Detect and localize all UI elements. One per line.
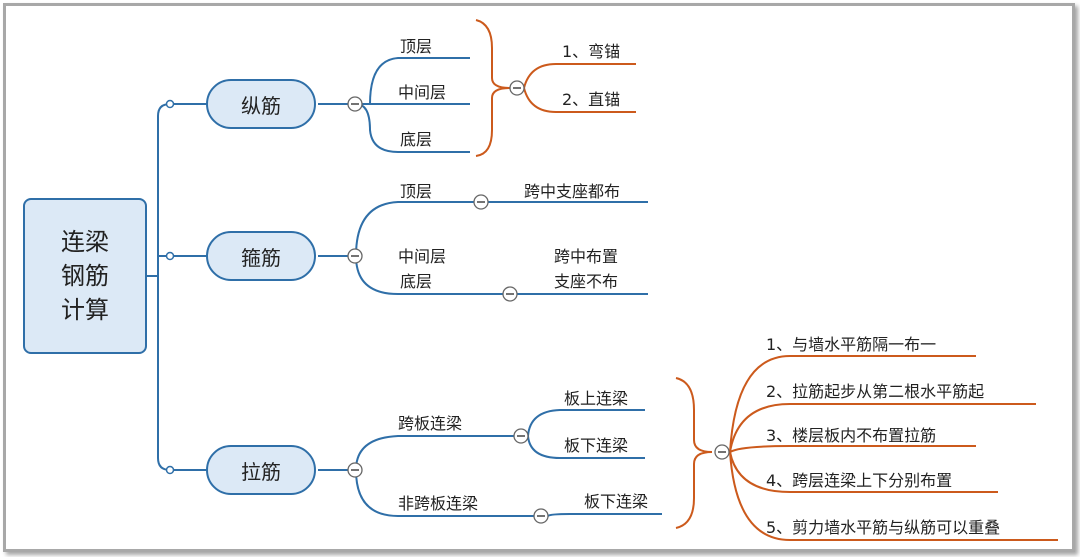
collapse-icon-gujin-mid bbox=[502, 286, 518, 302]
gujin-note-bottom[interactable]: 支座不布 bbox=[554, 272, 619, 291]
collapse-icon-zongjin bbox=[347, 96, 363, 112]
collapse-controls bbox=[347, 80, 730, 524]
root-line-2: 钢筋 bbox=[61, 262, 109, 290]
node-lajin[interactable]: 拉筋 bbox=[206, 445, 316, 495]
anchor-bent[interactable]: 1、弯锚 bbox=[562, 42, 621, 61]
root-line-3: 计算 bbox=[61, 296, 109, 324]
node-zongjin[interactable]: 纵筋 bbox=[206, 79, 316, 129]
feikuaban-child[interactable]: 板下连梁 bbox=[584, 492, 649, 511]
rule-3[interactable]: 3、楼层板内不布置拉筋 bbox=[766, 426, 937, 445]
lajin-feikuaban[interactable]: 非跨板连梁 bbox=[398, 494, 479, 513]
zongjin-level-mid[interactable]: 中间层 bbox=[398, 83, 447, 102]
root-joint-gujin bbox=[165, 251, 175, 261]
root-branch-zongjin bbox=[157, 103, 171, 276]
rule-1[interactable]: 1、与墙水平筋隔一布一 bbox=[766, 335, 937, 354]
rule-2[interactable]: 2、拉筋起步从第二根水平筋起 bbox=[766, 382, 985, 401]
collapse-icon-feikuaban bbox=[533, 508, 549, 524]
lajin-brace bbox=[675, 377, 713, 529]
collapse-icon-kuaban bbox=[513, 428, 529, 444]
root-joint-zongjin bbox=[165, 99, 175, 109]
diagram-frame bbox=[3, 3, 1075, 552]
root-branch-lajin bbox=[157, 276, 171, 471]
lajin-kuaban[interactable]: 跨板连梁 bbox=[398, 414, 463, 433]
root-joint-lajin bbox=[165, 465, 175, 475]
collapse-icon-anchor bbox=[509, 80, 525, 96]
rule-4[interactable]: 4、跨层连梁上下分别布置 bbox=[766, 471, 953, 490]
root-line-1: 连梁 bbox=[61, 228, 109, 256]
anchor-straight[interactable]: 2、直锚 bbox=[562, 90, 621, 109]
collapse-icon-gujin bbox=[347, 248, 363, 264]
kuaban-child-lower[interactable]: 板下连梁 bbox=[564, 436, 629, 455]
kuaban-child-upper[interactable]: 板上连梁 bbox=[564, 389, 629, 408]
gujin-note-top[interactable]: 跨中支座都布 bbox=[524, 182, 621, 201]
rule-5[interactable]: 5、剪力墙水平筋与纵筋可以重叠 bbox=[766, 518, 1001, 537]
gujin-level-bottom[interactable]: 底层 bbox=[400, 272, 433, 291]
collapse-icon-rules bbox=[714, 444, 730, 460]
gujin-level-mid[interactable]: 中间层 bbox=[398, 247, 447, 266]
zongjin-level-bottom[interactable]: 底层 bbox=[400, 130, 433, 149]
collapse-icon-gujin-top bbox=[473, 194, 489, 210]
gujin-note-mid[interactable]: 跨中布置 bbox=[554, 247, 619, 266]
collapse-icon-lajin bbox=[347, 462, 363, 478]
root-node[interactable]: 连梁 钢筋 计算 bbox=[23, 198, 147, 354]
zongjin-brace bbox=[475, 19, 511, 157]
node-gujin[interactable]: 箍筋 bbox=[206, 231, 316, 281]
zongjin-level-top[interactable]: 顶层 bbox=[400, 37, 433, 56]
gujin-level-top[interactable]: 顶层 bbox=[400, 182, 433, 201]
